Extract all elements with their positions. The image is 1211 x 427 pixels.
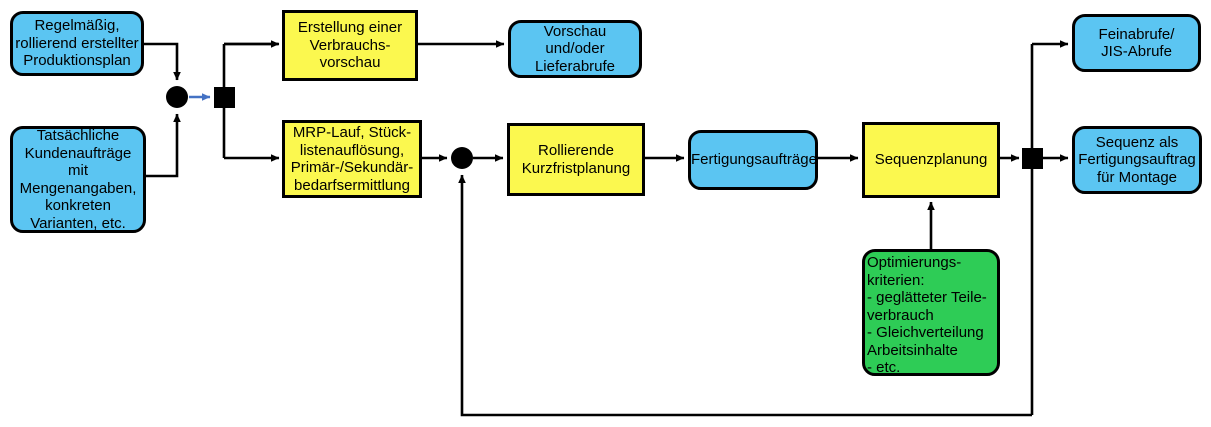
node-optimierungskriterien[interactable]: Optimierungs- kriterien: - geglätteter T… (862, 249, 1000, 376)
node-kundenauftraege-label: Tatsächliche Kundenaufträge mit Mengenan… (19, 127, 137, 232)
junction-split-square-left (214, 87, 235, 108)
node-verbrauchsvorschau[interactable]: Erstellung einer Verbrauchs- vorschau (282, 10, 418, 81)
node-produktionsplan-label: Regelmäßig, rollierend erstellter Produk… (15, 17, 139, 70)
node-fertigungsauftraege[interactable]: Fertigungsaufträge (688, 130, 818, 190)
connector-produktionsplan-to-merge (144, 42, 181, 81)
node-kurzfristplanung[interactable]: Rollierende Kurzfristplanung (507, 123, 645, 196)
node-sequenzplanung[interactable]: Sequenzplanung (862, 122, 1000, 198)
node-vorschau-lieferabrufe-label: Vorschau und/oder Lieferabrufe (534, 22, 616, 75)
connector-kundenauftraege-to-merge (146, 113, 181, 178)
node-sequenzplanung-label: Sequenzplanung (874, 151, 988, 169)
junction-merge-circle-left (166, 86, 188, 108)
node-sequenz-montage[interactable]: Sequenz als Fertigungsauftrag für Montag… (1072, 126, 1202, 194)
node-feinabrufe-label: Feinabrufe/ JIS-Abrufe (1098, 25, 1175, 61)
node-sequenz-montage-label: Sequenz als Fertigungsauftrag für Montag… (1078, 133, 1196, 186)
node-kurzfristplanung-label: Rollierende Kurzfristplanung (521, 142, 631, 177)
node-fertigungsauftraege-label: Fertigungsaufträge (691, 151, 817, 169)
node-verbrauchsvorschau-label: Erstellung einer Verbrauchs- vorschau (297, 19, 403, 72)
node-kundenauftraege[interactable]: Tatsächliche Kundenaufträge mit Mengenan… (10, 126, 146, 233)
node-optimierungskriterien-label: Optimierungs- kriterien: - geglätteter T… (867, 254, 987, 376)
node-mrp-lauf[interactable]: MRP-Lauf, Stück- listenauflösung, Primär… (282, 120, 422, 198)
node-vorschau-lieferabrufe[interactable]: Vorschau und/oder Lieferabrufe (508, 20, 642, 78)
node-mrp-lauf-label: MRP-Lauf, Stück- listenauflösung, Primär… (290, 124, 414, 194)
node-feinabrufe[interactable]: Feinabrufe/ JIS-Abrufe (1072, 14, 1201, 72)
junction-split-square-right (1022, 148, 1043, 169)
node-produktionsplan[interactable]: Regelmäßig, rollierend erstellter Produk… (10, 11, 144, 76)
junction-merge-circle-mid (451, 147, 473, 169)
